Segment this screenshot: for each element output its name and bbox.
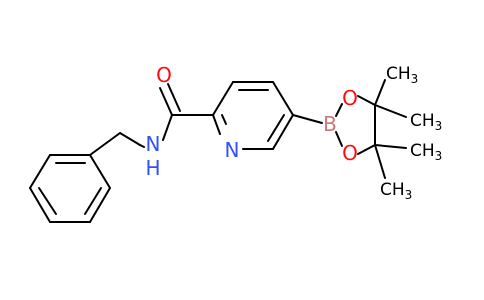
pyridine-bond: [212, 114, 221, 135]
benzene-bond: [29, 187, 51, 223]
pyridine-double-bond: [221, 114, 227, 125]
methyl-bond: [374, 79, 386, 106]
amide-nh-label: N H: [145, 132, 160, 180]
pyridine-n-label: N: [225, 138, 240, 162]
amide-h-label: H: [145, 156, 160, 180]
benzene-ring: [29, 154, 111, 223]
methyl-label-4: CH3: [380, 180, 412, 202]
carbonyl-bond: [159, 87, 173, 116]
n-bond-hetero: [139, 144, 145, 148]
carbonyl-oxygen-label: O: [156, 63, 172, 87]
methyl-label-3: CH3: [410, 141, 442, 163]
ch2-n-bond: [119, 132, 141, 146]
methyl-label-1: CH3: [386, 64, 418, 86]
boron-label: B: [323, 112, 337, 136]
ring-oxygen-bottom-label: O: [342, 141, 358, 165]
methyl-bond: [374, 144, 386, 179]
o-c-bond: [357, 144, 376, 155]
pyridine-ring: [212, 81, 294, 150]
b-o-bond: [335, 103, 343, 117]
o-c-bond: [357, 95, 376, 106]
amide-n-label: N: [146, 132, 161, 156]
pyridine-bond: [272, 114, 294, 150]
methyl-label-2: CH3: [410, 111, 442, 133]
pyridine-double-bond: [267, 114, 285, 142]
b-o-bond: [335, 131, 343, 147]
methyl-bond: [374, 104, 407, 118]
methyl-bond: [374, 144, 407, 149]
benzyl-bond: [89, 132, 121, 156]
ring-boron-bond: [292, 114, 323, 124]
ring-oxygen-top-label: O: [342, 86, 358, 110]
n-carbonyl-bond: [162, 114, 173, 141]
benzene-bond: [89, 187, 111, 223]
dioxaborolane-ring: [335, 95, 376, 155]
benzene-double-bond: [84, 187, 102, 215]
pyridine-bond: [272, 81, 294, 116]
benzene-double-bond: [38, 187, 57, 215]
pyridine-bond: [212, 81, 234, 116]
benzene-bond: [89, 154, 111, 189]
carbonyl-double-bond: [167, 83, 181, 112]
benzene-bond: [29, 154, 51, 189]
